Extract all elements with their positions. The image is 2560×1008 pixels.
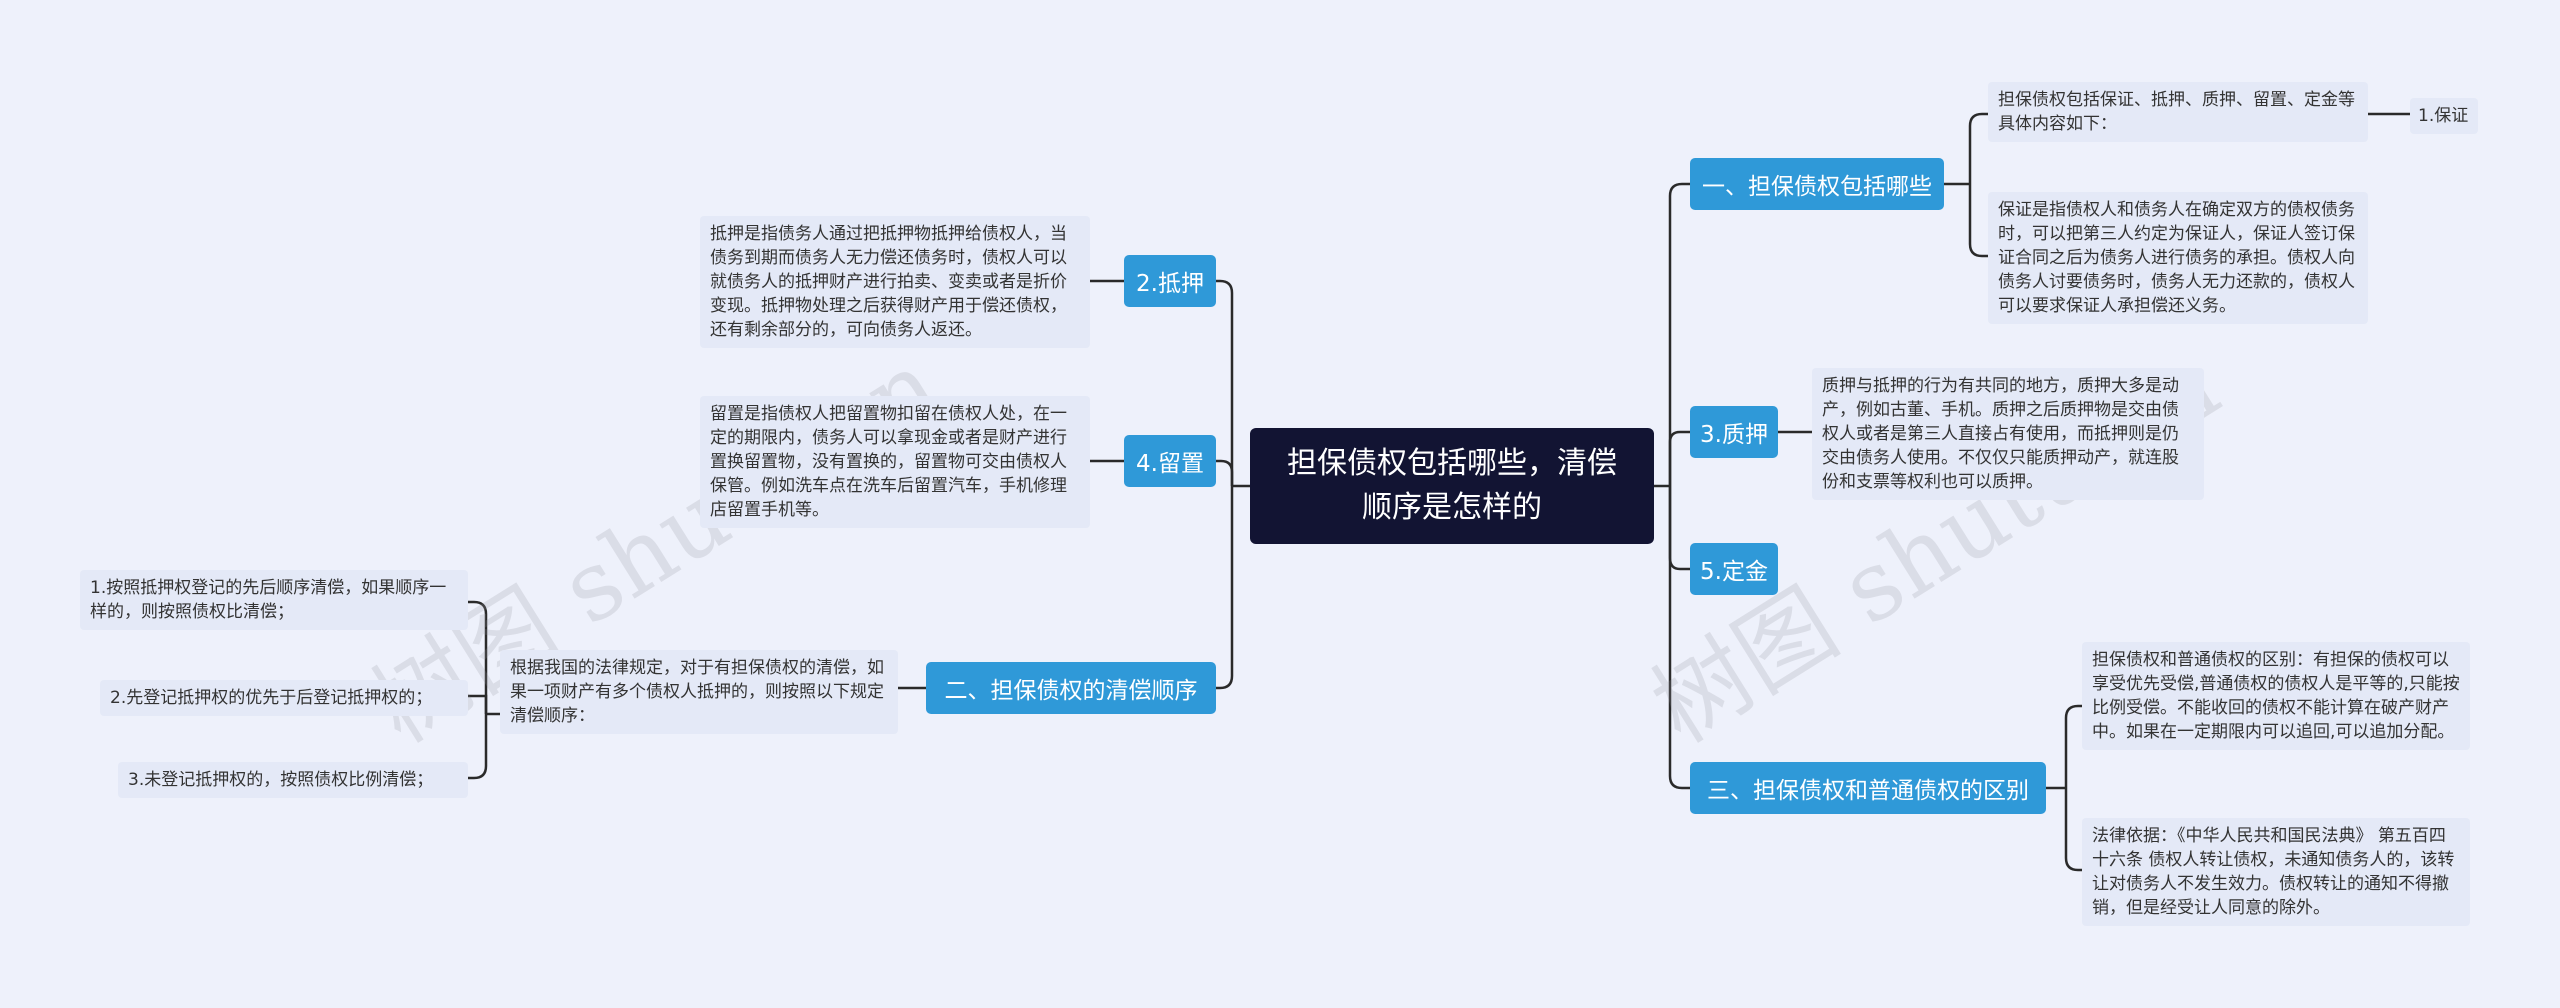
root-topic[interactable]: 担保债权包括哪些，清偿顺序是怎样的 — [1250, 428, 1654, 544]
note-lien: 留置是指债权人把留置物扣留在债权人处，在一定的期限内，债务人可以拿现金或者是财产… — [700, 396, 1090, 528]
list-item-order-2: 2.先登记抵押权的优先于后登记抵押权的； — [100, 680, 468, 716]
branch-what-guarantee-claims-include[interactable]: 一、担保债权包括哪些 — [1690, 158, 1944, 210]
note-legal-basis: 法律依据：《中华人民共和国民法典》 第五百四十六条 债权人转让债权，未通知债务人… — [2082, 818, 2470, 926]
list-item-order-1: 1.按照抵押权登记的先后顺序清偿，如果顺序一样的，则按照债权比清偿； — [80, 570, 468, 630]
note-guarantee-definition: 保证是指债权人和债务人在确定双方的债权债务时，可以把第三人约定为保证人，保证人签… — [1988, 192, 2368, 324]
branch-deposit[interactable]: 5.定金 — [1690, 543, 1778, 595]
list-item-order-3: 3.未登记抵押权的，按照债权比例清偿； — [118, 762, 468, 798]
branch-mortgage[interactable]: 2.抵押 — [1124, 255, 1216, 307]
note-pledge: 质押与抵押的行为有共同的地方，质押大多是动产，例如古董、手机。质押之后质押物是交… — [1812, 368, 2204, 500]
branch-repayment-order[interactable]: 二、担保债权的清偿顺序 — [926, 662, 1216, 714]
leaf-guarantee: 1.保证 — [2410, 98, 2478, 134]
note-difference: 担保债权和普通债权的区别：有担保的债权可以享受优先受偿,普通债权的债权人是平等的… — [2082, 642, 2470, 750]
note-repayment-order-intro: 根据我国的法律规定，对于有担保债权的清偿，如果一项财产有多个债权人抵押的，则按照… — [500, 650, 898, 734]
note-guarantee-types-intro: 担保债权包括保证、抵押、质押、留置、定金等具体内容如下： — [1988, 82, 2368, 142]
branch-pledge[interactable]: 3.质押 — [1690, 406, 1778, 458]
branch-difference-secured-vs-ordinary[interactable]: 三、担保债权和普通债权的区别 — [1690, 762, 2046, 814]
note-mortgage: 抵押是指债务人通过把抵押物抵押给债权人，当债务到期而债务人无力偿还债务时，债权人… — [700, 216, 1090, 348]
branch-lien[interactable]: 4.留置 — [1124, 435, 1216, 487]
